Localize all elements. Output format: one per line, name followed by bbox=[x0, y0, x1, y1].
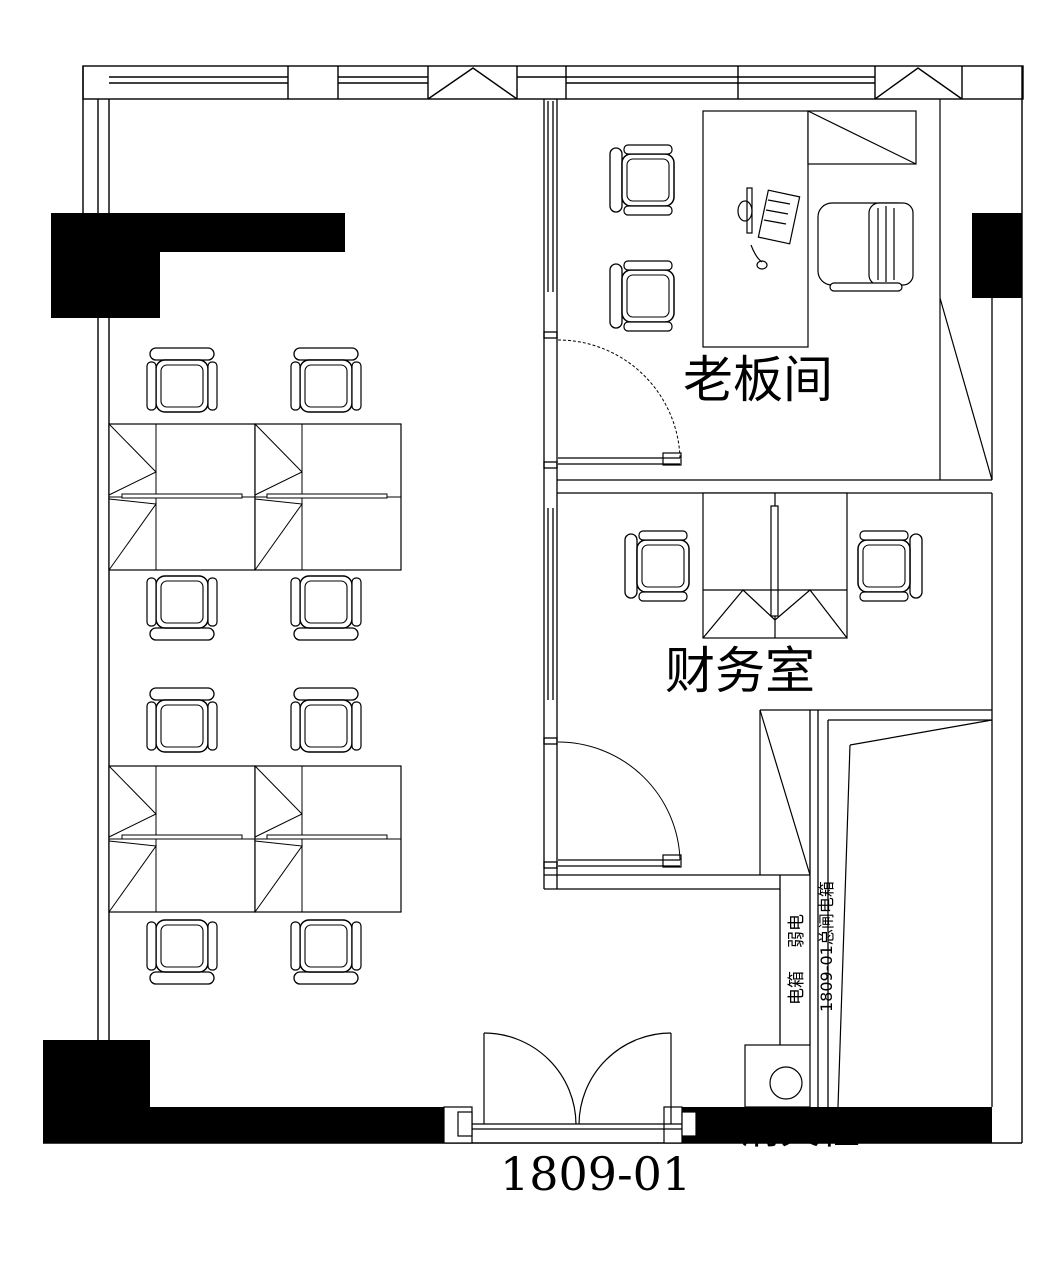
partition-walls bbox=[543, 99, 993, 1107]
weak-current-label: 弱电 bbox=[787, 914, 807, 948]
boss-room-chairs bbox=[609, 144, 675, 332]
computer-icon bbox=[737, 187, 801, 270]
finance-room bbox=[557, 492, 993, 1108]
fire-hydrant-label: 消火栓 bbox=[740, 1107, 860, 1153]
boss-office-label: 老板间 bbox=[683, 351, 833, 409]
workstation-cluster-top bbox=[108, 347, 402, 641]
executive-chair-icon bbox=[817, 202, 914, 292]
entrance-double-door bbox=[443, 1032, 697, 1144]
boss-room bbox=[557, 99, 993, 481]
workstation-cluster-bottom bbox=[108, 687, 402, 985]
main-electrical-box-label: 1809-01总闸电箱 bbox=[817, 881, 836, 1012]
structural-columns bbox=[43, 213, 1022, 1143]
finance-room-label: 财务室 bbox=[665, 642, 815, 700]
unit-number-label: 1809-01 bbox=[500, 1147, 691, 1201]
fire-hydrant-box bbox=[744, 1044, 811, 1108]
weak-current-box-label: 电箱 bbox=[787, 971, 807, 1005]
